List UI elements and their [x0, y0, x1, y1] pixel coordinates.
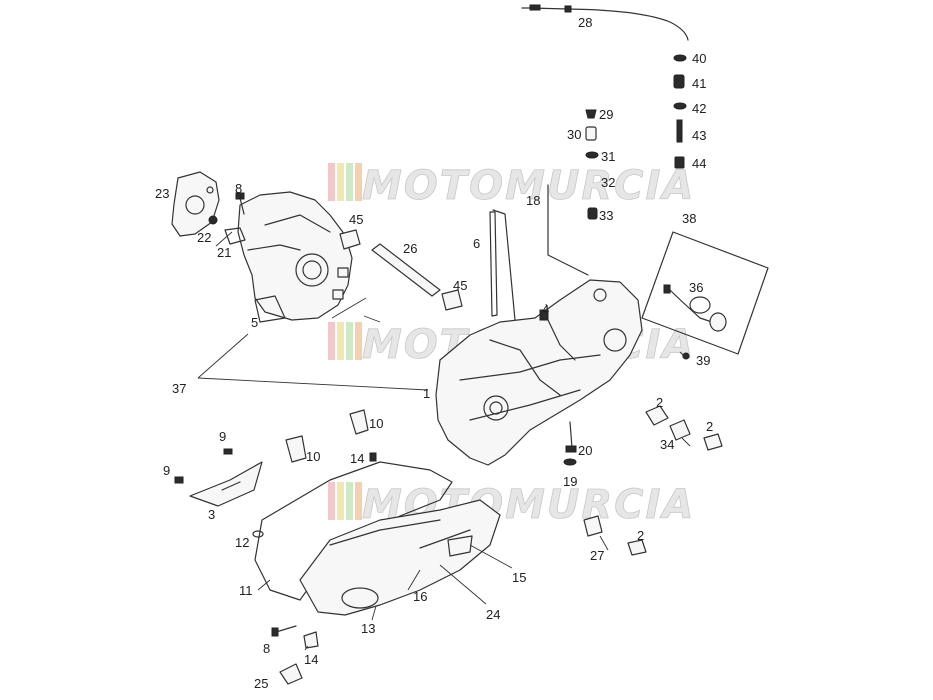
- callout-45-bottom: 45: [453, 278, 467, 293]
- part-cap-27: [583, 515, 603, 537]
- callout-38: 38: [682, 211, 696, 226]
- callout-18: 18: [526, 193, 540, 208]
- callout-21: 21: [217, 245, 231, 260]
- callout-14-lower: 14: [304, 652, 318, 667]
- callout-31: 31: [601, 149, 615, 164]
- callout-5: 5: [251, 315, 258, 330]
- callout-10-upper: 10: [369, 416, 383, 431]
- callout-2-upper: 2: [656, 395, 663, 410]
- callout-14-upper: 14: [350, 451, 364, 466]
- part-bush-45-bottom: [441, 289, 463, 311]
- watermark-text: MOTOMURCIA: [362, 163, 695, 209]
- callout-4: 4: [542, 302, 549, 317]
- part-screw-9-upper: [223, 448, 233, 455]
- part-cap-2-right-lower: [703, 433, 723, 451]
- part-bush-45-top: [339, 229, 361, 250]
- watermark-top: MOTOMURCIA: [328, 163, 695, 209]
- callout-9-upper: 9: [219, 429, 226, 444]
- part-plug-20: [565, 421, 577, 453]
- callout-6: 6: [473, 236, 480, 251]
- callout-26: 26: [403, 241, 417, 256]
- callout-2-lower: 2: [637, 528, 644, 543]
- part-cable-28: [521, 4, 689, 41]
- callout-3: 3: [208, 507, 215, 522]
- part-screw-9-lower: [174, 476, 184, 484]
- callout-43: 43: [692, 128, 706, 143]
- part-bolt-14-upper: [369, 452, 377, 462]
- callout-44: 44: [692, 156, 706, 171]
- callout-24: 24: [486, 607, 500, 622]
- part-bolt-8-top: [235, 192, 245, 215]
- callout-15: 15: [512, 570, 526, 585]
- part-rod-6: [489, 209, 516, 321]
- part-bracket-3: [189, 461, 263, 507]
- callout-9-lower: 9: [163, 463, 170, 478]
- part-clip-14-lower: [303, 631, 319, 649]
- part-small-column-40-44: [673, 54, 687, 169]
- callout-10-lower: 10: [306, 449, 320, 464]
- callout-41: 41: [692, 76, 706, 91]
- callout-36: 36: [689, 280, 703, 295]
- callout-8-top: 8: [235, 181, 242, 196]
- callout-11: 11: [239, 583, 253, 598]
- callout-37: 37: [172, 381, 186, 396]
- callout-23: 23: [155, 186, 169, 201]
- callout-27: 27: [590, 548, 604, 563]
- part-clip-10-lower: [285, 435, 307, 463]
- part-cap-2-right-upper: [645, 405, 669, 426]
- callout-29: 29: [599, 107, 613, 122]
- callout-33: 33: [599, 208, 613, 223]
- callout-32: 32: [601, 175, 615, 190]
- callout-2-right: 2: [706, 419, 713, 434]
- callout-16: 16: [413, 589, 427, 604]
- callout-22: 22: [197, 230, 211, 245]
- callout-30: 30: [567, 127, 581, 142]
- part-cap-2-lower: [627, 539, 647, 556]
- callout-25: 25: [254, 676, 268, 691]
- part-clip-10-upper: [349, 409, 369, 435]
- callout-8-lower: 8: [263, 641, 270, 656]
- part-crankcase-1: [435, 279, 643, 466]
- part-side-cover-13: [299, 499, 501, 616]
- part-gasket-23: [171, 171, 220, 237]
- part-washer-22: [208, 215, 218, 225]
- part-pin-26: [371, 243, 441, 297]
- callout-39: 39: [696, 353, 710, 368]
- part-cap-25: [279, 663, 303, 685]
- callout-1: 1: [423, 386, 430, 401]
- part-screw-39: [682, 352, 690, 360]
- callout-45-top: 45: [349, 212, 363, 227]
- callout-28: 28: [578, 15, 592, 30]
- part-sensor-kit-38: [641, 231, 769, 355]
- part-o-ring-12: [252, 530, 264, 538]
- part-crankcase-half-5: [224, 191, 353, 323]
- part-small-column-29-33: [547, 109, 599, 276]
- callout-13: 13: [361, 621, 375, 636]
- callout-19: 19: [563, 474, 577, 489]
- callout-42: 42: [692, 101, 706, 116]
- callout-40: 40: [692, 51, 706, 66]
- part-washer-19: [563, 458, 577, 466]
- leader-lines: [197, 231, 691, 651]
- part-bolt-8-lower: [271, 625, 297, 637]
- callout-34: 34: [660, 437, 674, 452]
- part-cap-34: [669, 419, 691, 441]
- callout-20: 20: [578, 443, 592, 458]
- callout-12: 12: [235, 535, 249, 550]
- callouts: 28 40 41 42 43 44 29 30 31 32 18 33 23 8…: [155, 15, 713, 691]
